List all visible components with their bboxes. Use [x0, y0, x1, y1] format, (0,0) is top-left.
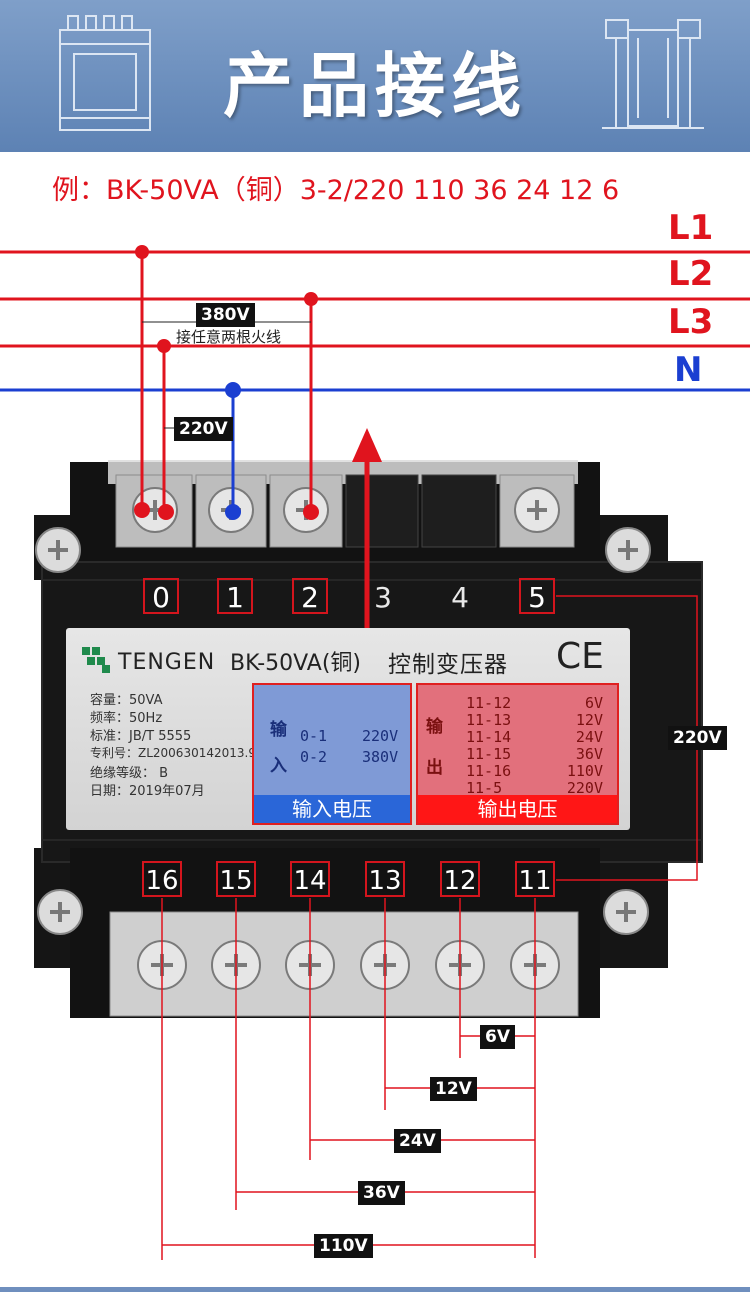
model-example-text: 例：BK-50VA（铜）3-2/220 110 36 24 12 6 [52, 175, 620, 206]
phase-label-n: N [674, 350, 703, 390]
input-row-volt: 380V [362, 748, 399, 766]
output-row-pins: 11-15 [466, 745, 512, 763]
transformer-sketch-right-icon [602, 19, 704, 129]
tap-label-110v: 110V [314, 1234, 373, 1258]
terminal-number-15: 15 [216, 861, 256, 897]
output-row-pins: 11-13 [466, 711, 512, 729]
phase-label-l1: L1 [668, 208, 714, 248]
input-row-volt: 220V [362, 727, 399, 745]
product-name: 控制变压器 [388, 652, 508, 678]
top-terminal-block [108, 460, 578, 548]
page-title: 产品接线 [223, 45, 527, 127]
terminal-number-12: 12 [440, 861, 480, 897]
terminal-number-13: 13 [365, 861, 405, 897]
spec-standard: 标准：JB/T 5555 [90, 729, 192, 744]
phase-label-l3: L3 [668, 302, 714, 342]
input-voltage-title: 输入电压 [254, 795, 410, 823]
output-side-label-2: 出 [426, 758, 443, 778]
tap-label-6v: 6V [480, 1025, 515, 1049]
terminal-number-14: 14 [290, 861, 330, 897]
spec-frequency: 频率：50Hz [90, 711, 163, 726]
ce-mark: CE [556, 636, 604, 677]
voltage-tag-220v-output: 220V [668, 726, 727, 750]
voltage-tag-380v: 380V [196, 303, 255, 327]
tap-label-36v: 36V [358, 1181, 405, 1205]
input-side-label-2: 入 [270, 756, 287, 776]
terminal-number-1: 1 [217, 578, 253, 614]
output-voltage-box: 输 出 11-12 6V 11-13 12V 11-14 24V 11-15 3… [416, 683, 619, 825]
spec-insulation: 绝缘等级： B [90, 766, 169, 781]
brand-name: TENGEN [118, 650, 216, 675]
output-row-volt: 12V [575, 711, 603, 729]
spec-date: 日期：2019年07月 [90, 784, 205, 799]
output-row-pins: 11-16 [466, 762, 512, 780]
any-two-live-note: 接任意两根火线 [176, 328, 282, 346]
output-row-pins: 11-14 [466, 728, 512, 746]
terminal-number-3: 3 [374, 581, 392, 614]
input-row-pins: 0-2 [300, 748, 328, 766]
output-row-pins: 11-12 [466, 694, 512, 712]
spec-capacity: 容量：50VA [90, 693, 163, 708]
terminal-number-5: 5 [519, 578, 555, 614]
voltage-tag-220v-input: 220V [174, 417, 233, 441]
input-voltage-box: 输 入 0-1 220V 0-2 380V 输入电压 [252, 683, 412, 825]
bottom-terminal-block [109, 911, 579, 1017]
output-row-volt: 110V [566, 762, 603, 780]
terminal-number-4: 4 [451, 581, 469, 614]
terminal-number-0: 0 [143, 578, 179, 614]
mounting-screw-icon [35, 527, 651, 935]
output-row-volt: 36V [575, 745, 603, 763]
output-row-pins: 11-5 [466, 779, 503, 797]
output-row-volt: 220V [566, 779, 603, 797]
terminal-number-16: 16 [142, 861, 182, 897]
terminal-number-2: 2 [292, 578, 328, 614]
terminal-number-11: 11 [515, 861, 555, 897]
transformer-sketch-left-icon [59, 15, 151, 131]
tap-label-12v: 12V [430, 1077, 477, 1101]
output-voltage-title: 输出电压 [418, 795, 617, 823]
input-row-pins: 0-1 [300, 727, 328, 745]
input-side-label-1: 输 [270, 720, 287, 740]
bottom-band [0, 1287, 750, 1292]
header-banner: 产品接线 [0, 0, 750, 152]
output-row-volt: 24V [575, 728, 603, 746]
phase-label-l2: L2 [668, 254, 714, 294]
nameplate-model: BK-50VA(铜) [230, 651, 362, 676]
output-row-volt: 6V [584, 694, 603, 712]
spec-patent: 专利号：ZL200630142013.9 [90, 746, 256, 760]
output-side-label-1: 输 [426, 717, 443, 737]
tap-label-24v: 24V [394, 1129, 441, 1153]
tengen-logo-icon [82, 647, 110, 673]
